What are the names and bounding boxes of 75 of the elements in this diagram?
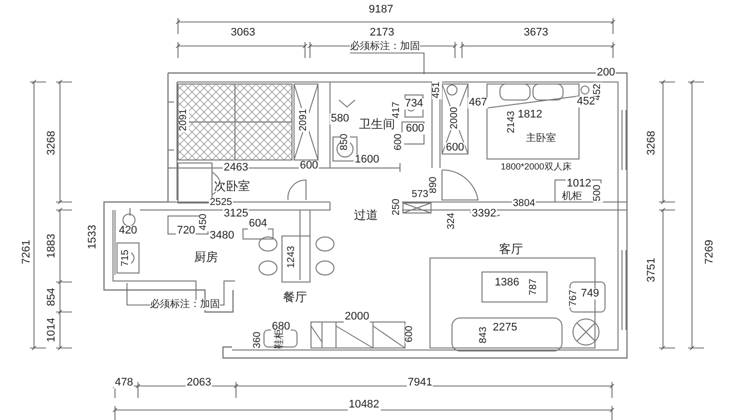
dimension-text: 3751 bbox=[646, 256, 658, 284]
dimension-text: 2143 bbox=[507, 110, 517, 134]
dimension-text: 2063 bbox=[186, 378, 212, 388]
dimension-text: 600 bbox=[405, 324, 415, 344]
dimension-text: 451 bbox=[432, 80, 442, 100]
dimension-text: 1012 bbox=[566, 178, 592, 190]
dimension-text: 200 bbox=[596, 68, 616, 78]
dimension-text: 715 bbox=[121, 248, 131, 268]
dimension-text: 2173 bbox=[368, 28, 396, 38]
dimension-text: 420 bbox=[118, 226, 138, 236]
dimension-text: 600 bbox=[404, 124, 426, 134]
dimension-text: 1600 bbox=[354, 154, 380, 166]
dimension-text: 500 bbox=[593, 184, 603, 202]
dimension-text: 2463 bbox=[222, 162, 250, 174]
dimension-text: 2000 bbox=[344, 312, 370, 322]
note-text: 必须标注：加固 bbox=[350, 42, 420, 52]
dimension-text: 1386 bbox=[494, 278, 520, 288]
dimension-text: 600 bbox=[394, 132, 404, 152]
dimension-text: 767 bbox=[569, 288, 579, 308]
room-name: 厨房 bbox=[193, 251, 219, 263]
dimension-text: 3673 bbox=[522, 28, 550, 38]
dimension-text: 2091 bbox=[299, 108, 309, 132]
dimension-text: 734 bbox=[404, 98, 424, 110]
dimension-text: 2091 bbox=[179, 108, 189, 132]
dimension-text: 850 bbox=[340, 132, 350, 152]
dimension-text: 3125 bbox=[222, 208, 250, 220]
dimension-text: 890 bbox=[429, 176, 439, 194]
dimension-text: 7261 bbox=[22, 238, 32, 266]
dimension-text: 600 bbox=[298, 160, 320, 172]
dimension-text: 2525 bbox=[208, 198, 234, 208]
dimension-text: 573 bbox=[410, 190, 430, 200]
leader-line bbox=[126, 282, 150, 306]
dimension-text: 1243 bbox=[287, 244, 297, 270]
dimension-text: 9187 bbox=[368, 4, 394, 16]
dimension-text: 7941 bbox=[406, 378, 434, 388]
dimension-text: 749 bbox=[580, 288, 600, 300]
furniture-text: 机柜 bbox=[561, 192, 583, 202]
dimension-text: 452 bbox=[576, 96, 596, 108]
room-name: 次卧室 bbox=[213, 180, 251, 192]
note-text: 必须标注：加固 bbox=[150, 300, 220, 310]
dimension-text: 324 bbox=[447, 212, 457, 230]
dimension-text: 1533 bbox=[88, 224, 98, 250]
dimension-text: 3063 bbox=[230, 28, 256, 38]
room-name: 过道 bbox=[353, 209, 379, 221]
dimension-text: 604 bbox=[248, 218, 268, 230]
dimension-text: 843 bbox=[479, 326, 489, 344]
dimension-text: 3804 bbox=[512, 199, 536, 209]
dimension-text: 580 bbox=[330, 114, 350, 124]
furniture-text: 1800*2000双人床 bbox=[500, 162, 572, 172]
dimension-text: 3268 bbox=[646, 130, 658, 156]
dimension-text: 2000 bbox=[450, 106, 460, 130]
dimension-text: 2275 bbox=[492, 322, 518, 334]
room-name: 主卧室 bbox=[525, 134, 557, 144]
dimension-text: 7269 bbox=[704, 238, 716, 266]
dimension-text: 3480 bbox=[208, 230, 236, 242]
dimension-text: 1014 bbox=[46, 316, 58, 344]
dimension-text: 417 bbox=[392, 100, 402, 120]
dimension-text: 1812 bbox=[516, 110, 544, 120]
dimension-text: 787 bbox=[529, 278, 539, 296]
dimension-text: 478 bbox=[114, 378, 134, 388]
dimension-text: 3392 bbox=[470, 208, 498, 220]
dimension-text: 10482 bbox=[348, 400, 380, 410]
dimension-text: 450 bbox=[199, 212, 209, 232]
dimension-text: 854 bbox=[46, 286, 58, 308]
room-name: 餐厅 bbox=[282, 291, 308, 303]
dimension-text: 3268 bbox=[46, 130, 58, 156]
dimension-text: 1883 bbox=[46, 232, 58, 260]
dimension-text: 360 bbox=[253, 330, 263, 350]
leader-line bbox=[350, 52, 424, 74]
room-name: 客厅 bbox=[498, 243, 524, 255]
dimension-text: 720 bbox=[176, 226, 196, 236]
dimension-text: 467 bbox=[468, 98, 488, 108]
dimension-text: 250 bbox=[392, 198, 402, 216]
dimension-text: 600 bbox=[444, 142, 466, 154]
room-name: 卫生间 bbox=[358, 118, 396, 130]
